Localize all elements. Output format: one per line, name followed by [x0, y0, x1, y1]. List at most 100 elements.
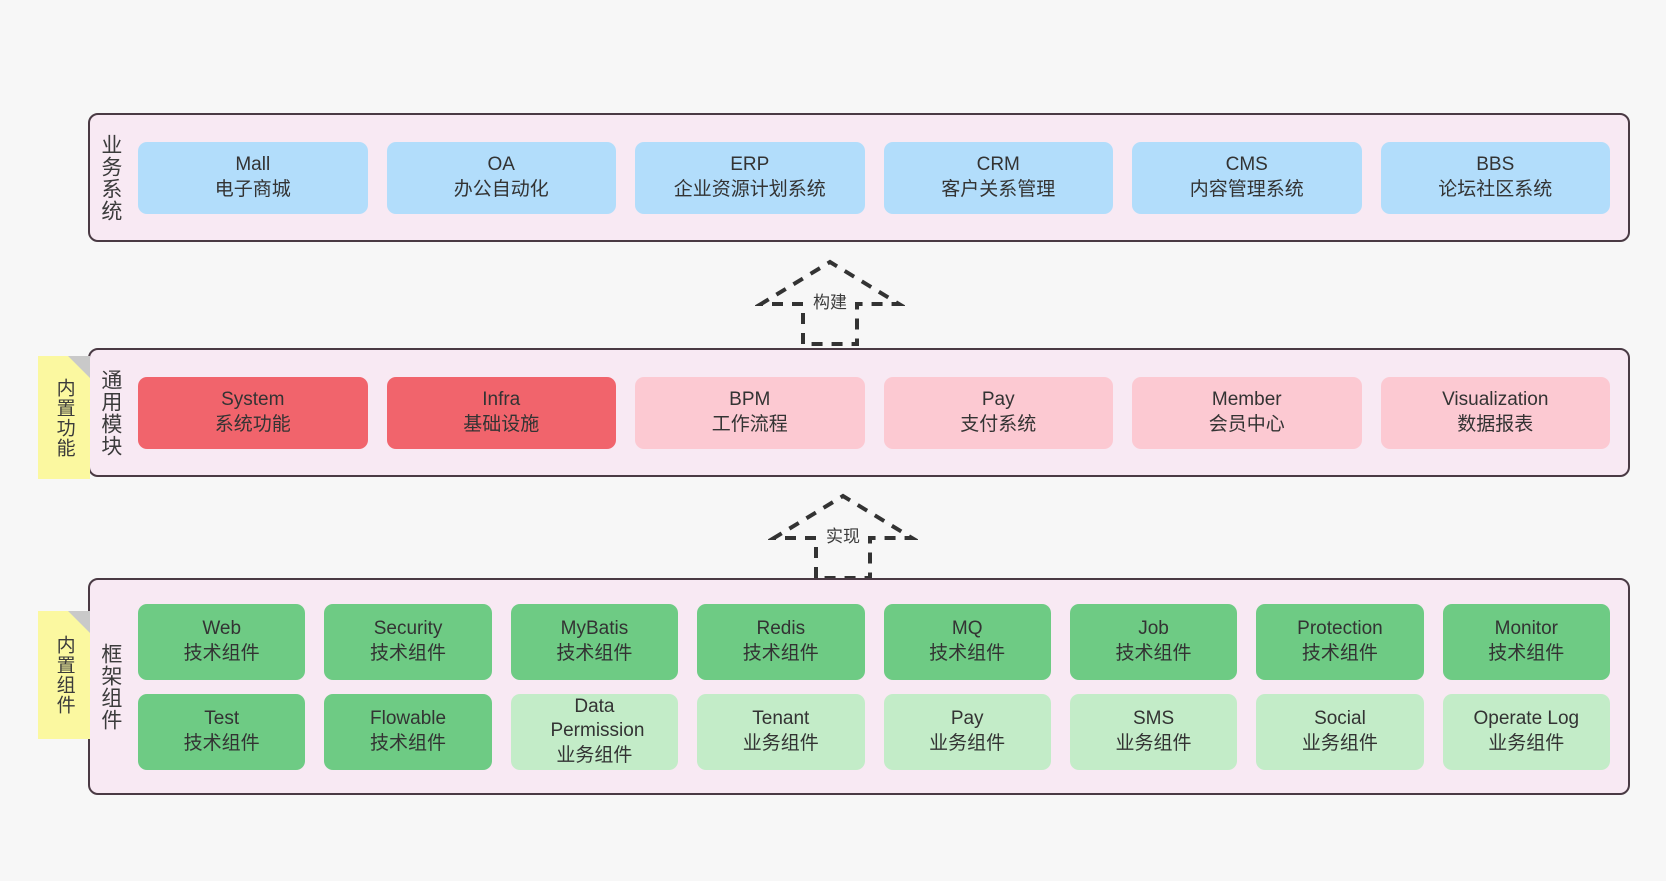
card-title-cn: 技术组件	[183, 732, 260, 754]
card-title-en: Member	[1211, 389, 1282, 411]
card-mall[interactable]: Mall 电子商城	[138, 141, 368, 214]
card-row: Mall 电子商城 OA 办公自动化 ERP 企业资源计划系统 CRM 客户关系…	[138, 141, 1610, 214]
card-title-cn: 业务组件	[556, 744, 633, 766]
card-title-cn: 支付系统	[960, 413, 1037, 435]
sticky-note-builtin-components: 内置组件	[38, 611, 90, 739]
card-test[interactable]: Test 技术组件	[138, 693, 306, 770]
card-erp[interactable]: ERP 企业资源计划系统	[635, 141, 865, 214]
card-title-cn: 办公自动化	[453, 178, 549, 200]
card-title-en: Security	[373, 618, 443, 640]
card-title-cn: 技术组件	[370, 732, 447, 754]
card-social[interactable]: Social 业务组件	[1256, 693, 1424, 770]
card-title-cn: 业务组件	[1301, 732, 1378, 754]
card-title-cn: 技术组件	[929, 642, 1006, 664]
layer-body-business: Mall 电子商城 OA 办公自动化 ERP 企业资源计划系统 CRM 客户关系…	[130, 115, 1628, 240]
card-title-en: Operate Log	[1473, 708, 1580, 730]
card-title-cn: 技术组件	[1488, 642, 1565, 664]
card-title-cn: 业务组件	[742, 732, 819, 754]
card-title-en: MyBatis	[560, 618, 629, 640]
layer-business-systems: 业务系统 Mall 电子商城 OA 办公自动化 ERP 企业资源计划系统 CRM…	[88, 113, 1630, 242]
card-pay[interactable]: Pay 支付系统	[883, 376, 1113, 449]
card-row: Web 技术组件 Security 技术组件 MyBatis 技术组件 Redi…	[138, 603, 1610, 680]
card-title-cn: 会员中心	[1208, 413, 1285, 435]
card-title-en: BBS	[1476, 154, 1515, 176]
card-title-cn: 技术组件	[556, 642, 633, 664]
card-sms[interactable]: SMS 业务组件	[1069, 693, 1238, 770]
card-web[interactable]: Web 技术组件	[138, 603, 306, 680]
card-operate-log[interactable]: Operate Log 业务组件	[1442, 693, 1610, 770]
layer-common-modules: 通用模块 System 系统功能 Infra 基础设施 BPM 工作流程 Pay…	[88, 348, 1630, 477]
card-infra[interactable]: Infra 基础设施	[386, 376, 616, 449]
card-title-cn: 技术组件	[183, 642, 260, 664]
card-title-en: Redis	[756, 618, 806, 640]
card-title-en: BPM	[729, 389, 771, 411]
card-flowable[interactable]: Flowable 技术组件	[324, 693, 492, 770]
card-title-en: Pay	[950, 708, 984, 730]
sticky-note-builtin-features: 内置功能	[38, 356, 90, 479]
card-title-cn: 业务组件	[1115, 732, 1192, 754]
card-title-cn: 技术组件	[742, 642, 819, 664]
card-title-en: CRM	[976, 154, 1020, 176]
card-title-cn: 数据报表	[1457, 413, 1534, 435]
card-title-en: Visualization	[1442, 389, 1549, 411]
card-title-en: Monitor	[1494, 618, 1558, 640]
card-bpm[interactable]: BPM 工作流程	[635, 376, 865, 449]
card-bbs[interactable]: BBS 论坛社区系统	[1380, 141, 1610, 214]
card-protection[interactable]: Protection 技术组件	[1256, 603, 1424, 680]
arrow-implement-icon	[766, 493, 920, 580]
layer-framework-components: 框架组件 Web 技术组件 Security 技术组件 MyBatis 技术组件…	[88, 578, 1630, 795]
card-title-en: OA	[487, 154, 515, 176]
card-title-en: CMS	[1225, 154, 1268, 176]
card-title-cn: 技术组件	[1115, 642, 1192, 664]
card-pay-business[interactable]: Pay 业务组件	[883, 693, 1051, 770]
card-title-cn: 内容管理系统	[1189, 178, 1304, 200]
card-title-en: SMS	[1132, 708, 1175, 730]
card-title-en: Infra	[482, 389, 521, 411]
layer-title-framework: 框架组件	[98, 642, 122, 731]
card-title-cn: 工作流程	[711, 413, 788, 435]
sticky-note-label: 内置功能	[53, 377, 75, 458]
card-cms[interactable]: CMS 内容管理系统	[1132, 141, 1362, 214]
card-row: System 系统功能 Infra 基础设施 BPM 工作流程 Pay 支付系统…	[138, 376, 1610, 449]
card-title-en: MQ	[951, 618, 983, 640]
card-job[interactable]: Job 技术组件	[1069, 603, 1238, 680]
folded-corner-icon	[68, 611, 90, 633]
layer-body-common: System 系统功能 Infra 基础设施 BPM 工作流程 Pay 支付系统…	[130, 350, 1628, 475]
card-title-en: Protection	[1297, 618, 1383, 640]
card-title-cn: 技术组件	[370, 642, 447, 664]
card-system[interactable]: System 系统功能	[138, 376, 368, 449]
card-title-cn: 技术组件	[1301, 642, 1378, 664]
card-title-cn: 基础设施	[463, 413, 540, 435]
card-title-cn: 论坛社区系统	[1438, 178, 1553, 200]
card-title-en: Job	[1138, 618, 1169, 640]
card-oa[interactable]: OA 办公自动化	[386, 141, 616, 214]
layer-body-framework: Web 技术组件 Security 技术组件 MyBatis 技术组件 Redi…	[130, 580, 1628, 793]
card-row: Test 技术组件 Flowable 技术组件 Data Permission …	[138, 693, 1610, 770]
card-mybatis[interactable]: MyBatis 技术组件	[510, 603, 679, 680]
card-title-en: Test	[204, 708, 240, 730]
card-title-cn: 业务组件	[1488, 732, 1565, 754]
arrow-build: 构建	[753, 258, 907, 346]
card-security[interactable]: Security 技术组件	[324, 603, 492, 680]
card-data-permission[interactable]: Data Permission 业务组件	[510, 693, 679, 770]
card-visualization[interactable]: Visualization 数据报表	[1380, 376, 1610, 449]
card-crm[interactable]: CRM 客户关系管理	[883, 141, 1113, 214]
card-redis[interactable]: Redis 技术组件	[697, 603, 865, 680]
card-title-en: Social	[1314, 708, 1366, 730]
folded-corner-icon	[68, 356, 90, 378]
card-title-cn: 客户关系管理	[941, 178, 1056, 200]
card-mq[interactable]: MQ 技术组件	[883, 603, 1051, 680]
card-title-en: Data Permission	[550, 696, 645, 742]
card-tenant[interactable]: Tenant 业务组件	[697, 693, 865, 770]
card-title-cn: 业务组件	[929, 732, 1006, 754]
card-title-en: Mall	[235, 154, 271, 176]
card-title-en: Web	[202, 618, 242, 640]
card-title-cn: 电子商城	[214, 178, 291, 200]
card-title-cn: 企业资源计划系统	[673, 178, 826, 200]
card-monitor[interactable]: Monitor 技术组件	[1442, 603, 1610, 680]
card-title-en: System	[221, 389, 285, 411]
card-member[interactable]: Member 会员中心	[1132, 376, 1362, 449]
card-title-cn: 系统功能	[214, 413, 291, 435]
card-title-en: ERP	[730, 154, 770, 176]
